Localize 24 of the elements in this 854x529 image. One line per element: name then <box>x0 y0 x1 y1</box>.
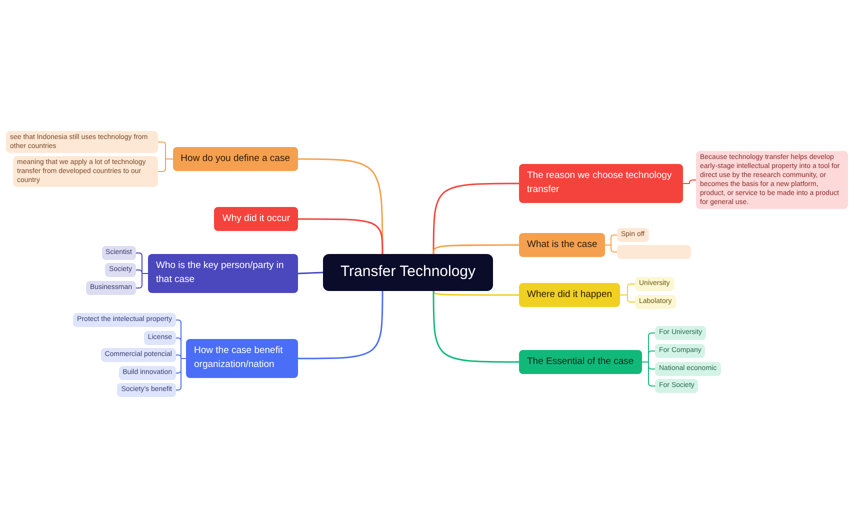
connector-line <box>604 244 618 252</box>
connector-line <box>432 244 519 254</box>
connector-line <box>620 294 636 302</box>
connector-line <box>432 291 519 363</box>
branch-topic: Where did it happen <box>519 283 620 308</box>
connector-line <box>432 290 519 296</box>
branch-topic: How the case benefit organization/nation <box>186 339 298 378</box>
branch-topic: How do you define a case <box>172 147 298 172</box>
connector-line <box>158 158 174 172</box>
branch-topic: Who is the key person/party in that case <box>148 254 298 292</box>
connector-line <box>642 362 656 386</box>
empty-subtopic <box>617 245 691 259</box>
branch-topic: What is the case <box>519 233 606 258</box>
branch-topic: The reason we choose technology transfer <box>519 164 683 202</box>
connector-line <box>298 218 384 254</box>
connector-line <box>682 180 696 184</box>
connector-line <box>136 273 148 288</box>
connector-line <box>432 182 519 254</box>
connector-line <box>298 291 384 360</box>
branch-topic: Why did it occur <box>214 207 298 232</box>
connector-line <box>176 358 186 390</box>
branch-topic: The Essential of the case <box>519 350 642 374</box>
central-topic: Transfer Technology <box>323 254 493 290</box>
connector-line <box>298 272 324 274</box>
